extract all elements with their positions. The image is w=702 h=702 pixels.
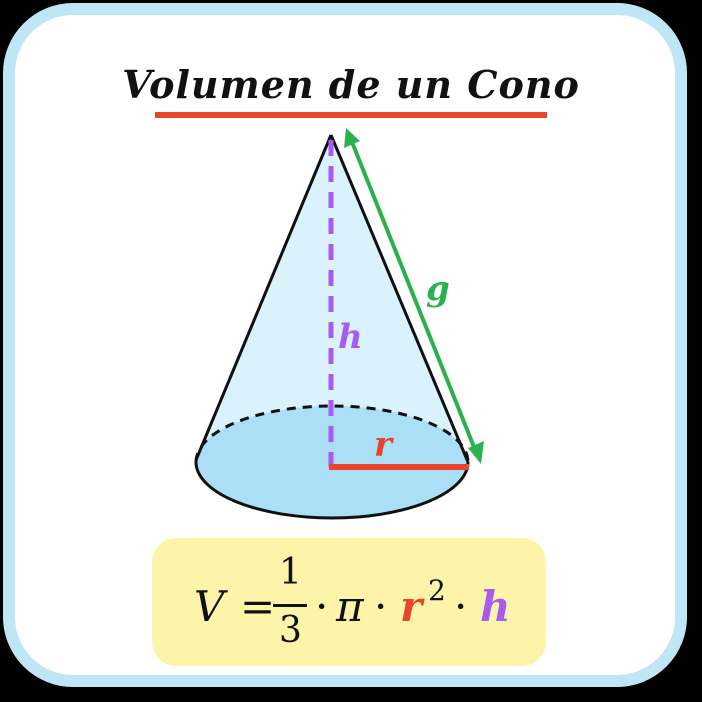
- formula-equals: =: [240, 582, 276, 631]
- fraction-bar: [273, 604, 307, 607]
- title-underline: [155, 112, 547, 118]
- formula-height: h: [480, 582, 511, 631]
- cone-body: [196, 135, 468, 492]
- slant-arrow: [350, 141, 478, 453]
- page-title: Volumen de un Cono: [122, 62, 580, 107]
- slant-arrowhead-top: [344, 128, 360, 148]
- formula-dot: ·: [374, 582, 388, 631]
- label-radius: r: [374, 425, 394, 465]
- formula-dot: ·: [315, 582, 329, 631]
- formula-volume: V: [194, 582, 225, 631]
- formula-denominator: 3: [279, 610, 302, 651]
- formula-numerator: 1: [279, 552, 302, 593]
- cone-right-edge: [329, 134, 470, 463]
- label-slant: g: [426, 269, 450, 309]
- slant-arrowhead-bottom: [468, 441, 484, 464]
- base-front-edge: [194, 461, 470, 520]
- label-height: h: [338, 317, 363, 357]
- formula-radius: r: [400, 582, 423, 631]
- formula-box: V = 1 3 · π · r 2 · h: [152, 538, 546, 666]
- formula-dot: ·: [454, 582, 468, 631]
- formula-pi: π: [336, 582, 364, 631]
- cone-left-edge: [194, 134, 333, 461]
- formula-exponent: 2: [428, 574, 446, 607]
